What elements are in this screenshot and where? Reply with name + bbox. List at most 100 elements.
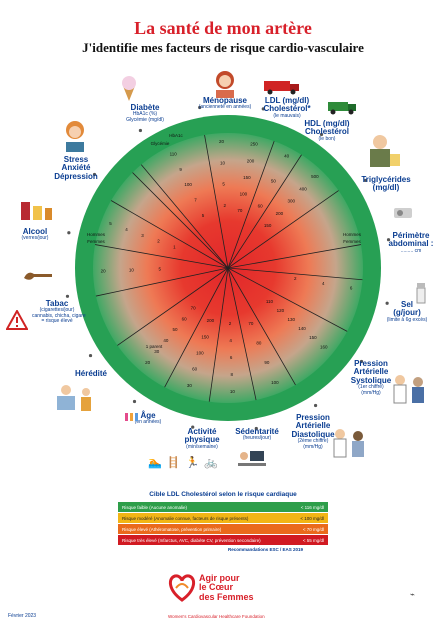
page-title: La santé de mon artère bbox=[134, 18, 312, 38]
candles-icon bbox=[125, 413, 138, 421]
outer-dot bbox=[92, 172, 97, 177]
label-hdl: HDL (mg/dl) Cholestérol(le bon) bbox=[304, 119, 350, 142]
spoke-line bbox=[227, 141, 275, 269]
tape-measure-icon bbox=[394, 208, 412, 218]
tick-label: 7 bbox=[194, 197, 197, 202]
outer-dot bbox=[65, 294, 70, 298]
label-tabac: Tabac(cigarettes/jour) cannabis, chicha,… bbox=[32, 299, 86, 325]
label-heredite: Hérédité bbox=[74, 369, 107, 378]
tick-label: 2 bbox=[224, 203, 227, 208]
inner-label-femmes_l: Femmes bbox=[87, 239, 105, 244]
tick-label: 10 bbox=[230, 389, 236, 394]
label-sel: Sel (g/jour)(limite à 6g excès) bbox=[386, 300, 428, 323]
tick-label: 4 bbox=[125, 227, 128, 232]
activity-icons: 🏊 🪜 🏃 🚲 bbox=[148, 457, 219, 469]
outer-dot bbox=[132, 399, 137, 404]
outer-dot bbox=[254, 426, 258, 431]
hdl-truck-icon bbox=[328, 102, 356, 115]
spoke-line bbox=[140, 164, 229, 269]
label-pad: Pression Artérielle Diastolique(2ème chi… bbox=[291, 413, 335, 450]
tick-label: 20 bbox=[219, 139, 225, 144]
label-ldl: LDL (mg/dl) Cholestérol*(le mauvais) bbox=[263, 96, 311, 119]
tick-label: 5 bbox=[202, 213, 205, 218]
tick-label: 2 bbox=[157, 239, 160, 244]
heart-logo bbox=[168, 574, 196, 602]
tick-label: 150 bbox=[309, 335, 317, 340]
outer-dot bbox=[386, 238, 391, 242]
spoke-line bbox=[227, 244, 362, 269]
tick-label: 80 bbox=[256, 340, 262, 345]
ldl-row-modere: Risque modéré (Anomalie connue, facteurs… bbox=[118, 513, 328, 523]
tick-label: 100 bbox=[240, 192, 248, 197]
tick-label: 110 bbox=[266, 299, 274, 304]
tick-label: 30 bbox=[154, 349, 160, 354]
spoke-line bbox=[117, 267, 229, 346]
tick-label: 70 bbox=[237, 208, 243, 213]
outer-dots bbox=[65, 105, 391, 431]
tick-label: 200 bbox=[247, 158, 255, 163]
spoke-line bbox=[227, 267, 296, 386]
tick-label: 200 bbox=[276, 211, 284, 216]
foundation-name: Women's Cardiovascular Healthcare Founda… bbox=[168, 614, 265, 619]
outer-dot bbox=[359, 359, 364, 364]
spoke-line bbox=[208, 267, 229, 402]
spoke-line bbox=[164, 267, 229, 388]
tick-label: 500 bbox=[311, 174, 319, 179]
page-subtitle: J'identifie mes facteurs de risque cardi… bbox=[82, 40, 364, 55]
tick-label: 10 bbox=[129, 267, 135, 272]
tick-label: 150 bbox=[201, 334, 209, 339]
spoke-line bbox=[227, 154, 302, 269]
outer-dot bbox=[313, 403, 318, 408]
man-eating-icon bbox=[370, 135, 400, 167]
label-pas: Pression Artérielle Systolique(1er chiff… bbox=[350, 359, 392, 396]
tick-label: 10 bbox=[220, 160, 226, 165]
tick-label: 70 bbox=[191, 305, 197, 310]
ldl-row-eleve: Risque élevé (Athéromatose, prévention p… bbox=[118, 524, 328, 534]
stressed-woman-icon bbox=[66, 121, 84, 152]
pipe-icon bbox=[24, 272, 52, 280]
tick-label: 20 bbox=[145, 360, 151, 365]
spoke-line bbox=[227, 190, 339, 269]
tick-label: 2 bbox=[294, 276, 297, 281]
ldl-row-faible: Risque faible (Aucune anomalie)< 116 mg/… bbox=[118, 502, 328, 512]
family-icon bbox=[57, 385, 91, 411]
tick-label: 4 bbox=[322, 281, 325, 286]
inner-label-hommes_r: Hommes bbox=[343, 232, 362, 237]
woman-icon bbox=[216, 71, 234, 98]
outer-dot bbox=[198, 105, 202, 110]
ldl-table-title: Cible LDL Cholestérol selon le risque ca… bbox=[149, 491, 297, 498]
warning-icon bbox=[6, 310, 28, 330]
tick-label: 100 bbox=[271, 380, 279, 385]
salt-shaker-icon bbox=[416, 283, 426, 304]
tick-label: 150 bbox=[264, 223, 272, 228]
tick-label: 70 bbox=[248, 321, 254, 326]
tick-label: 40 bbox=[163, 338, 169, 343]
tick-label: 5 bbox=[158, 266, 161, 271]
doctor-patient-icon bbox=[393, 375, 424, 404]
nurse-patient-icon bbox=[333, 429, 364, 458]
tick-label: 3 bbox=[141, 233, 144, 238]
spokes bbox=[94, 134, 363, 402]
tick-label: 2 bbox=[229, 321, 232, 326]
desk-computer-icon bbox=[238, 451, 266, 466]
label-triglycerides: Triglycérides (mg/dl) bbox=[361, 175, 411, 193]
outer-dot bbox=[67, 231, 71, 235]
tick-label: 130 bbox=[287, 317, 295, 322]
drinks-icon bbox=[21, 202, 52, 220]
spoke-line bbox=[227, 267, 348, 332]
ice-cream-icon bbox=[122, 76, 136, 101]
tick-label: 40 bbox=[284, 154, 290, 159]
label-age: Âge(en années) bbox=[134, 411, 162, 426]
spoke-line bbox=[227, 267, 363, 281]
inner-label-parent: 1 parent bbox=[146, 344, 163, 349]
tick-label: 6 bbox=[350, 286, 353, 291]
tick-label: 90 bbox=[264, 360, 270, 365]
spoke-line bbox=[94, 244, 229, 269]
outer-dot bbox=[261, 107, 265, 111]
tick-label: 400 bbox=[299, 186, 307, 191]
outer-dot bbox=[88, 353, 93, 358]
tick-label: 300 bbox=[287, 199, 295, 204]
